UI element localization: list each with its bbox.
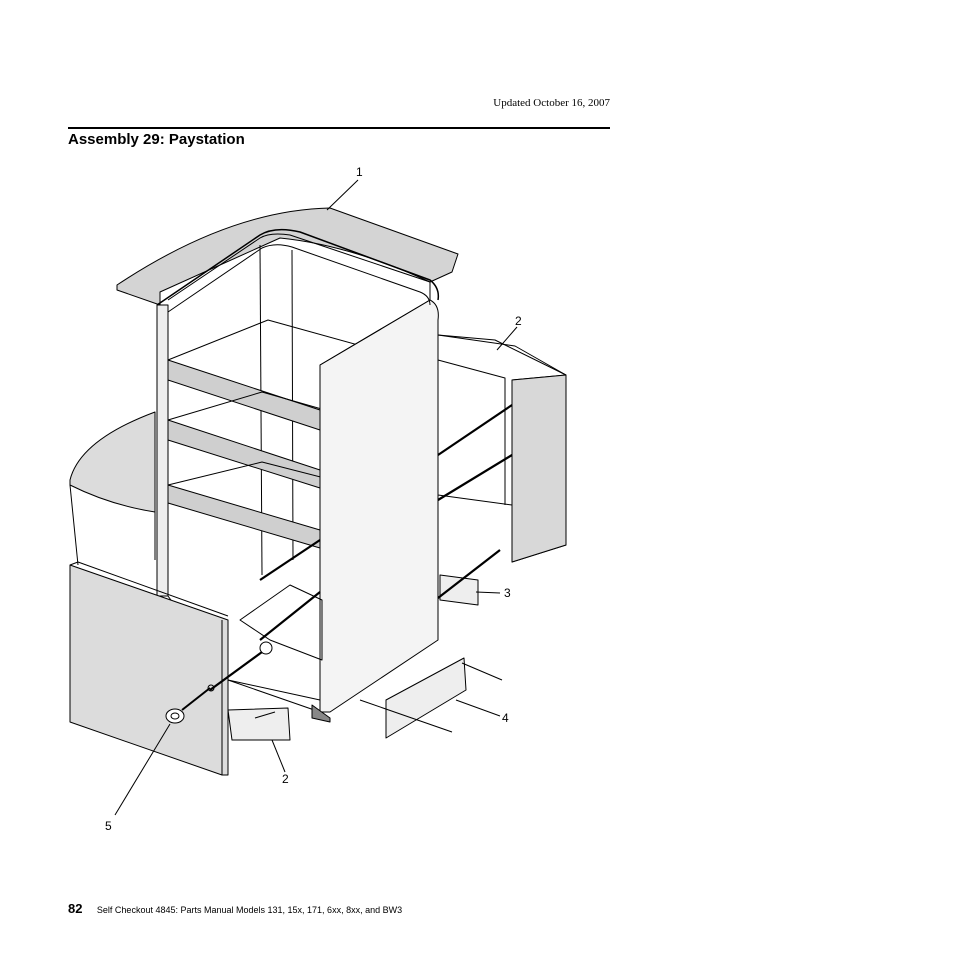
callout-labels: 1 2 3 4 2 5 [105, 165, 522, 833]
lock-assembly [165, 684, 215, 724]
kickplate-small [227, 707, 291, 741]
page-title: Assembly 29: Paystation [68, 131, 245, 148]
callout-3: 3 [504, 586, 511, 600]
updated-date: Updated October 16, 2007 [493, 97, 610, 109]
cabinet-left-post [156, 304, 169, 597]
callout-5: 5 [105, 819, 112, 833]
header-rule [68, 127, 610, 129]
footer-text: Self Checkout 4845: Parts Manual Models … [96, 905, 403, 915]
callout-4: 4 [502, 711, 509, 725]
callout-2-top: 2 [515, 314, 522, 328]
front-door-panel [69, 564, 229, 776]
cabinet-right-panel [319, 299, 439, 713]
kickplate-4 [385, 657, 467, 739]
left-side-shelf [69, 411, 156, 513]
shelf-upper [167, 359, 321, 431]
shelf-middle [167, 419, 321, 489]
page-footer: 82 Self Checkout 4845: Parts Manual Mode… [68, 900, 402, 918]
top-work-surface [116, 207, 459, 306]
callout-2-bottom: 2 [282, 772, 289, 786]
kickplate-3 [439, 574, 479, 606]
shelf-lower [167, 484, 321, 549]
page-number: 82 [68, 901, 83, 916]
callout-1: 1 [356, 165, 363, 179]
